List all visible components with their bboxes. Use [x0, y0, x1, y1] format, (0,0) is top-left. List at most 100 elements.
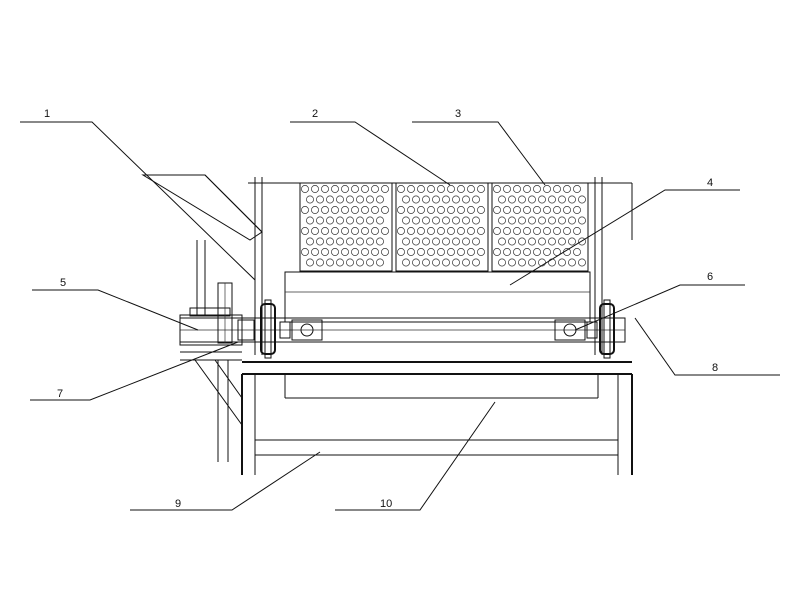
- screen-hole: [397, 206, 405, 214]
- screen-hole: [412, 258, 420, 267]
- screen-hole: [351, 227, 359, 235]
- screen-hole: [351, 185, 359, 193]
- screen-hole: [578, 237, 586, 246]
- screen-hole: [467, 248, 475, 256]
- screen-hole: [306, 237, 314, 246]
- screen-hole: [553, 248, 561, 256]
- screen-hole: [331, 248, 339, 256]
- feed-hopper: [141, 174, 263, 315]
- screen-hole: [407, 248, 415, 256]
- screen-hole: [518, 237, 526, 246]
- screen-hole: [548, 258, 556, 267]
- screen-hole: [568, 258, 576, 267]
- screen-hole: [427, 227, 435, 235]
- screen-hole: [412, 216, 420, 225]
- screen-hole: [558, 237, 566, 246]
- screen-hole: [503, 227, 511, 235]
- screen-hole: [477, 248, 485, 256]
- screen-hole: [548, 216, 556, 225]
- callout-4: 4: [707, 177, 713, 189]
- screen-hole: [457, 206, 465, 214]
- screen-hole: [477, 227, 485, 235]
- screen-hole: [361, 206, 369, 214]
- screen-hole: [493, 206, 501, 214]
- screen-hole: [376, 195, 384, 204]
- screen-hole: [346, 216, 354, 225]
- drive-unit: [179, 282, 255, 346]
- drum-frame: [248, 177, 633, 355]
- screen-hole: [407, 206, 415, 214]
- screen-hole: [457, 227, 465, 235]
- screen-hole: [447, 248, 455, 256]
- screen-hole: [548, 237, 556, 246]
- screen-hole: [402, 195, 410, 204]
- callout-7: 7: [57, 388, 63, 400]
- screen-hole: [543, 206, 551, 214]
- screen-hole: [472, 237, 480, 246]
- screen-hole: [376, 216, 384, 225]
- screen-hole: [442, 216, 450, 225]
- screen-hole: [472, 216, 480, 225]
- screen-hole: [341, 206, 349, 214]
- callout-9: 9: [175, 498, 181, 510]
- screen-hole: [543, 248, 551, 256]
- screen-hole: [376, 237, 384, 246]
- screen-hole: [467, 185, 475, 193]
- screen-hole: [578, 195, 586, 204]
- screen-hole: [432, 258, 440, 267]
- screen-hole: [422, 258, 430, 267]
- screen-hole: [361, 227, 369, 235]
- screen-hole: [578, 216, 586, 225]
- screen-hole: [417, 248, 425, 256]
- screen-hole: [437, 185, 445, 193]
- screen-hole: [447, 206, 455, 214]
- screen-hole: [366, 216, 374, 225]
- screen-hole: [351, 206, 359, 214]
- screen-hole: [508, 216, 516, 225]
- screen-hole: [513, 227, 521, 235]
- screen-hole: [518, 195, 526, 204]
- screen-hole: [563, 227, 571, 235]
- screen-hole: [427, 206, 435, 214]
- screen-hole: [447, 185, 455, 193]
- screen-hole: [341, 227, 349, 235]
- screen-hole: [381, 206, 389, 214]
- screen-hole: [316, 216, 324, 225]
- screen-hole: [462, 195, 470, 204]
- screen-hole: [356, 195, 364, 204]
- screen-hole: [467, 206, 475, 214]
- screen-hole: [336, 195, 344, 204]
- screen-hole: [533, 248, 541, 256]
- screen-hole: [341, 248, 349, 256]
- screen-hole: [573, 248, 581, 256]
- screen-hole: [316, 237, 324, 246]
- screen-hole: [331, 185, 339, 193]
- screen-hole: [341, 185, 349, 193]
- screen-hole: [427, 185, 435, 193]
- screen-hole: [417, 227, 425, 235]
- screen-hole: [523, 206, 531, 214]
- screen-hole: [472, 258, 480, 267]
- screen-hole: [498, 258, 506, 267]
- screen-hole: [513, 248, 521, 256]
- screen-hole: [346, 237, 354, 246]
- screen-hole: [538, 216, 546, 225]
- screen-hole: [568, 195, 576, 204]
- screen-hole: [457, 248, 465, 256]
- screen-hole: [508, 258, 516, 267]
- screen-hole: [366, 195, 374, 204]
- screen-hole: [326, 258, 334, 267]
- screen-hole: [381, 185, 389, 193]
- screen-hole: [573, 185, 581, 193]
- screen-hole: [477, 185, 485, 193]
- callout-5: 5: [60, 277, 66, 289]
- screen-hole: [432, 216, 440, 225]
- screen-hole: [301, 248, 309, 256]
- screen-hole: [397, 185, 405, 193]
- screen-hole: [452, 216, 460, 225]
- screen-hole: [553, 227, 561, 235]
- screen-hole: [523, 248, 531, 256]
- screen-hole: [432, 195, 440, 204]
- screen-hole: [462, 216, 470, 225]
